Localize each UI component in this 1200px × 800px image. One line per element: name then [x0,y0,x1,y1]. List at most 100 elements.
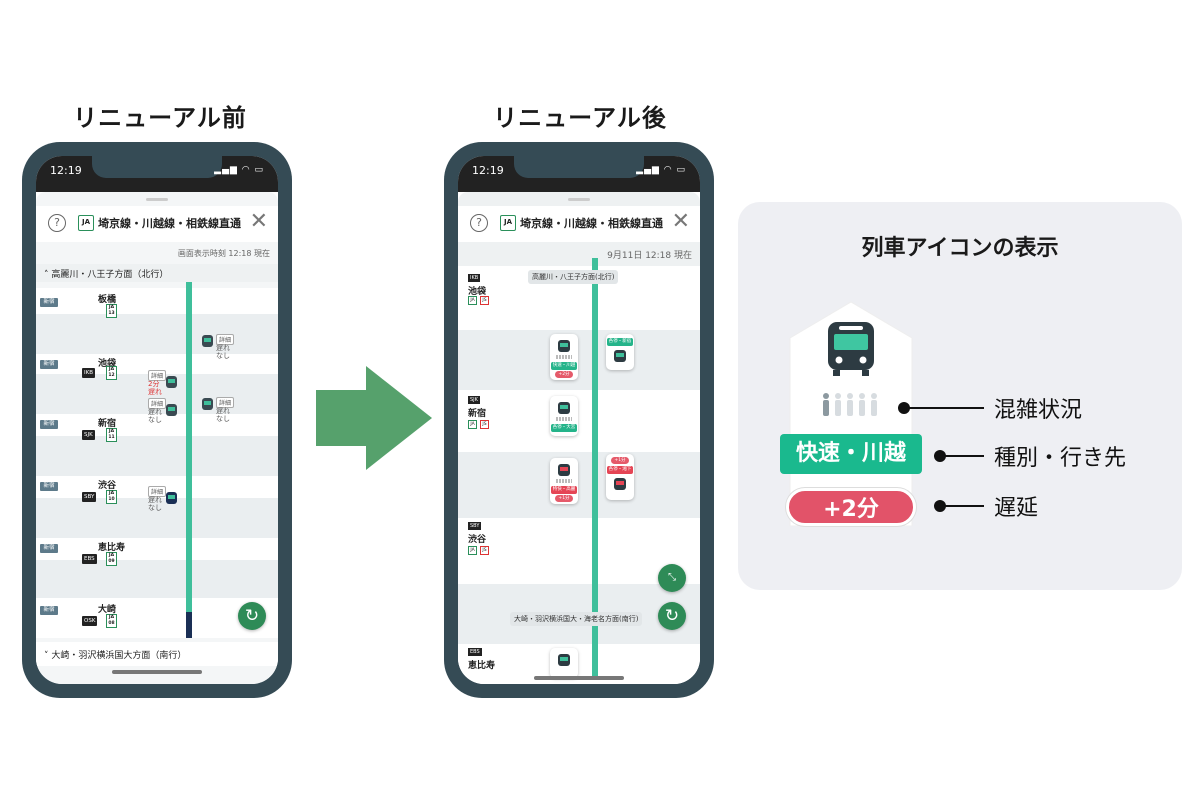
refresh-button[interactable]: ↻ [238,602,266,630]
station-number: JA 11 [106,428,117,442]
legend-delay: 遅延 [994,496,1039,521]
station-number: JS [480,296,489,305]
status-time: 12:19 [50,164,82,177]
station-badge: 新宿 [40,606,58,615]
direction-north[interactable]: ˄ 高麗川・八王子方面（北行） [36,264,278,282]
station-name[interactable]: 新宿 [98,419,117,429]
detail-tag[interactable]: 詳細 [148,370,167,381]
arrow-right-icon [366,366,432,470]
station-name[interactable]: 恵比寿 [468,661,496,671]
bottom-sheet: ? JA 埼京線・川越線・相鉄線直通 ✕ 画面表示時刻 12:18 現在 ˄ 高… [36,192,278,684]
delay-status: 遅れなし [148,408,162,424]
callout-line [940,455,984,457]
station-badge: 新宿 [40,360,58,369]
direction-south[interactable]: 大崎・羽沢横浜国大・海老名方面(南行) [510,612,643,626]
status-time: 12:19 [472,164,504,177]
station-name[interactable]: 渋谷 [468,535,487,545]
train-icon[interactable]: 各停・新宿 [606,334,634,370]
station-badge: 新宿 [40,420,58,429]
train-type-label: 各停・新宿 [607,338,633,346]
row-gap [36,560,278,598]
detail-tag[interactable]: 詳細 [216,334,235,345]
train-type-destination-label: 快速・川越 [780,434,922,474]
detail-tag[interactable]: 詳細 [148,398,167,409]
station-number: JA [468,420,477,429]
home-indicator[interactable] [534,676,624,680]
updated-time: 画面表示時刻 12:18 現在 [177,249,270,258]
station-number: JA 10 [106,490,117,504]
train-type-label: 快速・川越 [551,362,577,370]
help-icon[interactable]: ? [470,214,488,232]
station-code: IKB [468,274,481,282]
station-name[interactable]: 恵比寿 [98,543,126,553]
station-row [36,354,278,374]
legend-congestion: 混雑状況 [994,398,1083,423]
train-body-icon [558,654,570,666]
station-name[interactable]: 大崎 [98,605,117,615]
delay-status: 遅れなし [148,496,162,512]
notch [92,156,222,178]
station-badge: 新宿 [40,482,58,491]
station-code: SBY [82,492,97,502]
train-icon[interactable] [202,398,213,410]
sheet-grabber[interactable] [146,198,168,201]
train-icon[interactable]: 各停・大宮 [550,396,578,436]
station-code: IKB [82,368,96,378]
station-code: SJK [468,396,480,404]
screen-before: 12:19 ▂▄▆ ◠ ▭ ? JA 埼京線・川越線・相鉄線直通 ✕ 画面表示時… [36,156,278,684]
screen-after: 12:19 ▂▄▆ ◠ ▭ ? JA 埼京線・川越線・相鉄線直通 ✕ 9月11日… [458,156,700,684]
callout-line [904,407,984,409]
station-name[interactable]: 池袋 [98,359,117,369]
station-code: SBY [468,522,482,530]
status-bar: 12:19 ▂▄▆ ◠ ▭ [36,156,278,192]
row-gap [36,436,278,476]
train-icon[interactable]: 特快・高麗 +1分 [550,458,578,504]
home-indicator[interactable] [112,670,202,674]
heading-after: リニューアル後 [493,104,667,132]
train-body-icon [558,340,570,352]
sheet-header: ? JA 埼京線・川越線・相鉄線直通 ✕ [458,206,700,242]
direction-north-label: ˄ 高麗川・八王子方面（北行） [44,270,169,280]
detail-tag[interactable]: 詳細 [148,486,167,497]
train-icon[interactable]: 快速・川越 +2分 [550,334,578,380]
line-badge: JA [78,215,94,231]
help-icon[interactable]: ? [48,214,66,232]
station-name[interactable]: 渋谷 [98,481,117,491]
train-delay-label: +2分 [555,371,573,378]
detail-tag[interactable]: 詳細 [216,397,235,408]
train-icon[interactable] [550,648,578,678]
train-body-icon [558,464,570,476]
track-line [186,282,192,612]
station-name[interactable]: 池袋 [468,287,487,297]
sheet-grabber[interactable] [568,198,590,201]
phone-before: 12:19 ▂▄▆ ◠ ▭ ? JA 埼京線・川越線・相鉄線直通 ✕ 画面表示時… [22,142,292,698]
direction-north[interactable]: 高麗川・八王子方面(北行) [528,270,619,284]
direction-south[interactable]: ˅ 大崎・羽沢横浜国大方面（南行） [36,642,278,666]
row-gap [36,498,278,538]
arrow-body [316,390,374,446]
train-type-label: 各停・湘下 [607,466,633,474]
train-front-icon [828,322,874,376]
legend-type-destination: 種別・行き先 [994,446,1127,471]
train-icon[interactable] [202,335,213,347]
collapse-button[interactable]: ⤡ [658,564,686,592]
refresh-button[interactable]: ↻ [658,602,686,630]
station-code: SJK [82,430,95,440]
train-icon-enlarged: 快速・川越 +2分 [780,298,922,526]
train-icon[interactable] [166,404,177,416]
track-line-south [186,612,192,638]
station-name[interactable]: 新宿 [468,409,487,419]
train-body-icon [614,350,626,362]
train-icon[interactable]: +1分 各停・湘下 [606,454,634,500]
train-icon[interactable] [166,492,177,504]
close-icon[interactable]: ✕ [249,209,268,234]
train-icon[interactable] [166,376,177,388]
station-code: OSK [82,616,98,626]
row-gap [36,314,278,354]
line-title: 埼京線・川越線・相鉄線直通 [98,217,241,230]
station-code: EBS [468,648,482,656]
close-icon[interactable]: ✕ [671,209,690,234]
station-row [36,414,278,436]
station-name[interactable]: 板橋 [98,295,117,305]
legend-title: 列車アイコンの表示 [861,236,1059,261]
